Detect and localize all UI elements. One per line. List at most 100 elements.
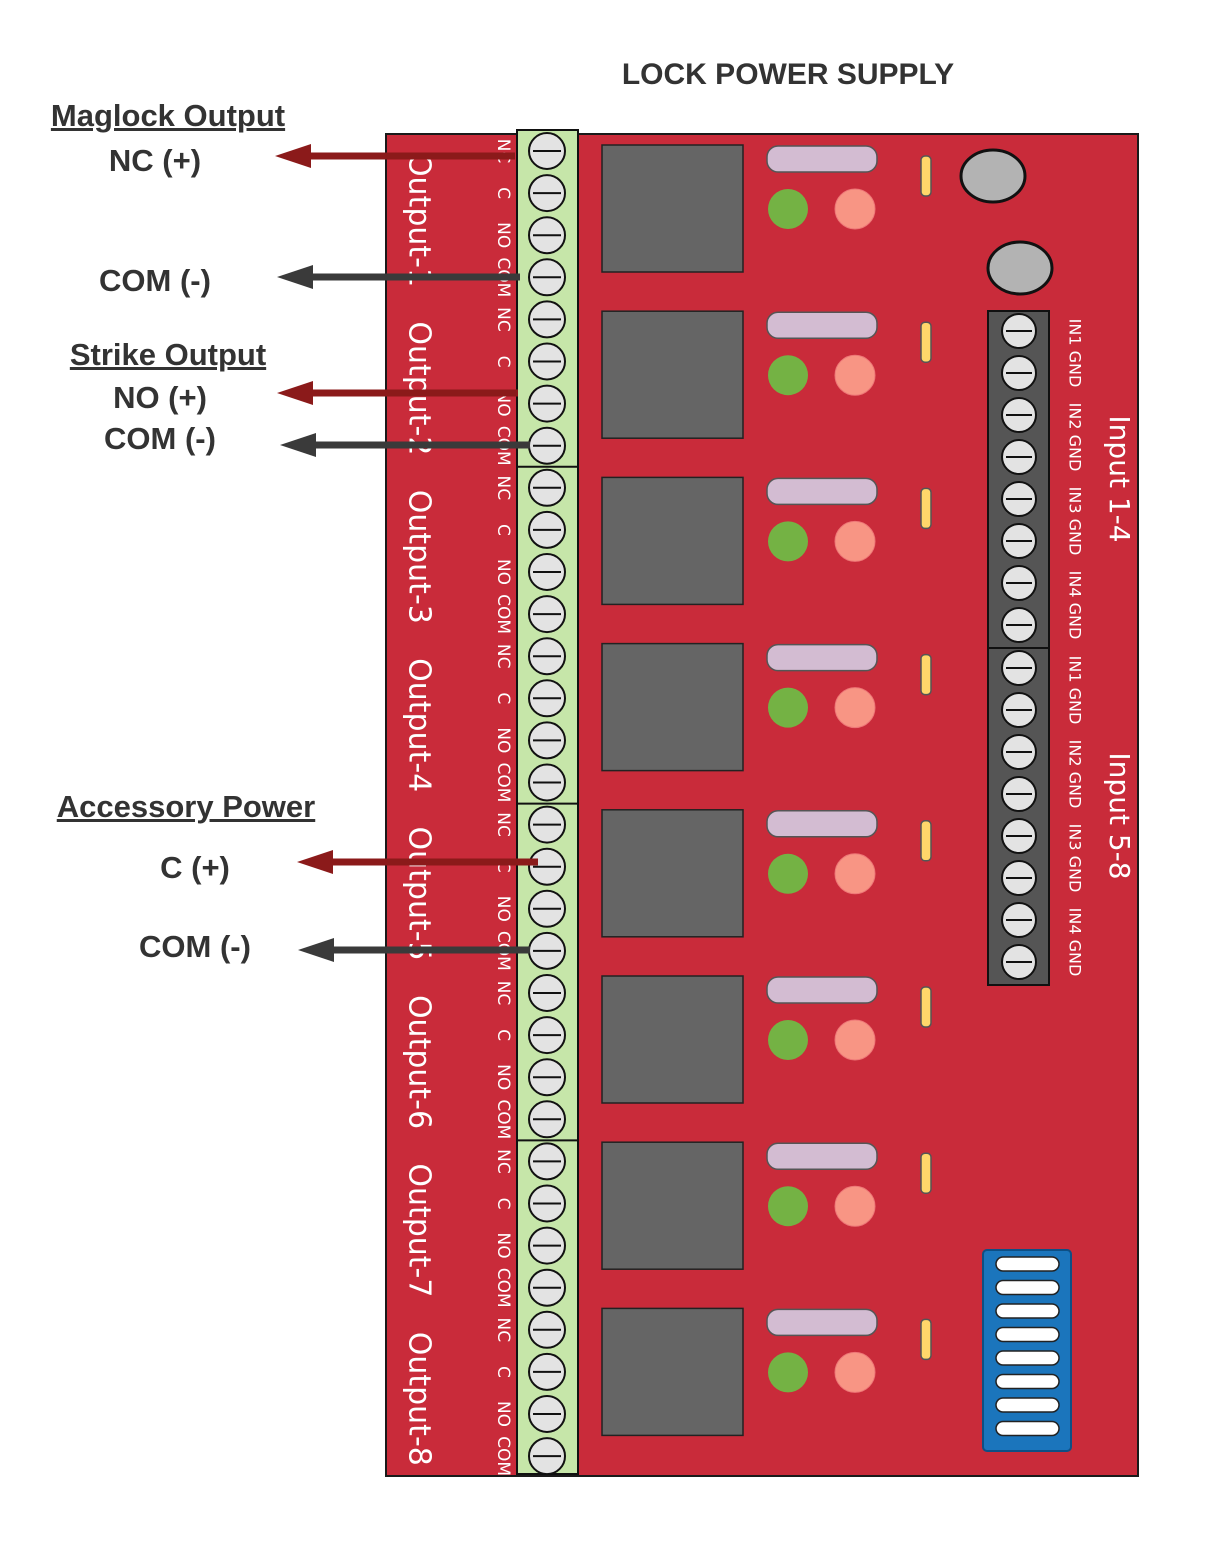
status-led-red xyxy=(834,188,876,230)
input-pin-label: IN3 GND xyxy=(1066,824,1085,893)
status-led-green xyxy=(768,521,808,562)
dip-switch-lever xyxy=(995,1256,1060,1272)
status-led-green xyxy=(768,853,808,894)
output-label-5: Output-5 xyxy=(402,827,437,961)
strike-com-arrow-head xyxy=(280,433,316,457)
accessory-c-label: C (+) xyxy=(160,850,230,885)
indicator-led-7 xyxy=(920,1152,932,1194)
output-pin-label: NC xyxy=(493,1318,513,1343)
input-group-label-1: Input 1-4 xyxy=(1103,415,1136,542)
fuse-6 xyxy=(766,976,878,1004)
fuse-7 xyxy=(766,1142,878,1170)
output-pin-label: C xyxy=(493,524,513,536)
fuse-3 xyxy=(766,477,878,506)
input-pin-label: IN2 GND xyxy=(1066,403,1085,472)
dip-switch-lever xyxy=(995,1279,1060,1296)
output-label-4: Output-4 xyxy=(402,658,437,792)
status-led-green xyxy=(768,189,808,229)
relay-4 xyxy=(601,642,744,772)
output-pin-label: C xyxy=(493,1029,513,1041)
accessory-com-arrow-head xyxy=(298,938,334,962)
indicator-led-1 xyxy=(920,155,932,197)
output-pin-label: NC xyxy=(493,812,513,837)
accessory-com-label: COM (-) xyxy=(139,929,251,964)
accessory-c-arrow-head xyxy=(297,850,333,874)
relay-2 xyxy=(601,310,744,439)
output-pin-label: NC xyxy=(493,981,513,1006)
status-led-red xyxy=(834,354,876,396)
status-led-red xyxy=(834,520,876,562)
status-led-green xyxy=(768,1352,808,1393)
maglock-heading: Maglock Output xyxy=(50,98,286,133)
output-pin-label: NO xyxy=(493,1064,513,1090)
output-label-7: Output-7 xyxy=(402,1163,437,1297)
input-pin-label: IN4 GND xyxy=(1066,908,1085,977)
output-pin-label: NO xyxy=(493,1401,513,1427)
strike-com-label: COM (-) xyxy=(104,421,216,456)
indicator-led-3 xyxy=(920,487,932,530)
maglock-com-label: COM (-) xyxy=(99,263,211,298)
output-pin-label: C xyxy=(493,356,513,368)
output-label-6: Output-6 xyxy=(402,995,437,1129)
maglock-nc-label: NC (+) xyxy=(108,143,202,178)
output-pin-label: C xyxy=(493,1198,513,1210)
input-pin-label: IN1 GND xyxy=(1066,656,1085,725)
output-pin-label: NO xyxy=(493,727,513,753)
status-led-red xyxy=(834,1019,876,1061)
relay-3 xyxy=(601,476,744,606)
dip-switch-lever xyxy=(995,1350,1060,1366)
indicator-led-8 xyxy=(920,1318,932,1361)
fuse-1 xyxy=(766,145,878,173)
output-pin-label: COM xyxy=(493,1099,513,1139)
fuse-8 xyxy=(766,1308,878,1337)
output-pin-label: C xyxy=(493,1366,513,1378)
output-pin-label: NO xyxy=(493,222,513,248)
input-pin-label: IN1 GND xyxy=(1066,319,1085,388)
status-led-red xyxy=(834,687,876,729)
output-label-1: Output-1 xyxy=(402,153,437,287)
output-pin-label: COM xyxy=(493,1436,513,1476)
output-pin-label: C xyxy=(493,187,513,199)
output-pin-label: NC xyxy=(493,307,513,332)
status-led-green xyxy=(768,355,808,396)
output-pin-label: NC xyxy=(493,139,513,164)
relay-7 xyxy=(601,1141,744,1270)
accessory-heading: Accessory Power xyxy=(56,789,316,824)
maglock-nc-arrow-head xyxy=(275,144,311,168)
output-pin-label: COM xyxy=(493,763,513,803)
status-led-green xyxy=(768,1020,808,1060)
indicator-led-4 xyxy=(920,653,932,696)
dip-switch-lever xyxy=(995,1373,1060,1390)
status-led-red xyxy=(834,1185,876,1227)
fuse-4 xyxy=(766,643,878,672)
dip-switch-lever xyxy=(995,1397,1060,1413)
indicator-led-6 xyxy=(920,986,932,1028)
dip-switch-lever xyxy=(995,1303,1060,1319)
output-pin-label: NO xyxy=(493,896,513,922)
relay-6 xyxy=(601,975,744,1104)
output-pin-label: COM xyxy=(493,1268,513,1308)
input-group-label-2: Input 5-8 xyxy=(1103,752,1136,879)
indicator-led-5 xyxy=(920,820,932,862)
strike-heading: Strike Output xyxy=(69,337,267,372)
output-pin-label: C xyxy=(493,861,513,873)
page-title: LOCK POWER SUPPLY xyxy=(621,58,955,91)
capacitor-1 xyxy=(959,148,1027,204)
fuse-5 xyxy=(766,810,878,838)
relay-5 xyxy=(601,809,744,938)
status-led-red xyxy=(834,853,876,895)
output-pin-label: NO xyxy=(493,559,513,585)
output-pin-label: C xyxy=(493,692,513,704)
capacitor-2 xyxy=(986,240,1054,296)
status-led-green xyxy=(768,687,808,728)
dip-switch-lever xyxy=(995,1420,1060,1437)
dip-switch-lever xyxy=(995,1326,1060,1343)
input-pin-label: IN3 GND xyxy=(1066,487,1085,556)
output-pin-label: NC xyxy=(493,644,513,669)
input-pin-label: IN2 GND xyxy=(1066,740,1085,809)
output-label-2: Output-2 xyxy=(402,321,437,455)
output-label-8: Output-8 xyxy=(402,1332,437,1466)
relay-8 xyxy=(601,1307,744,1437)
status-led-red xyxy=(834,1351,876,1393)
